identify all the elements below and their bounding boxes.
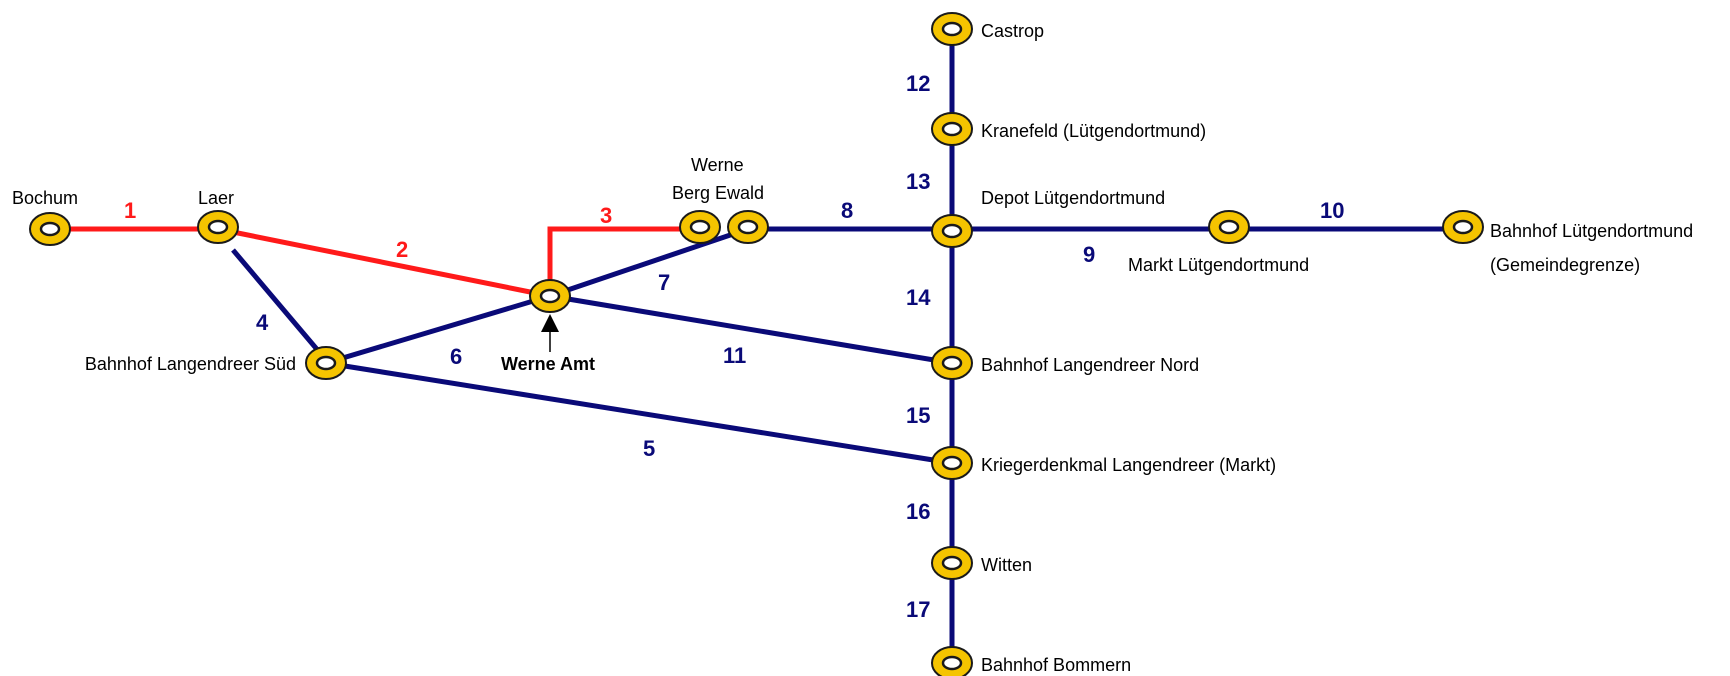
segment-2 <box>217 226 551 299</box>
segment-number-6: 6 <box>450 344 462 369</box>
segment-number-10: 10 <box>1320 198 1344 223</box>
segment-3 <box>547 226 700 296</box>
stop-bahnhof-luetgendortmund[interactable] <box>1442 210 1484 244</box>
segment-number-2: 2 <box>396 237 408 262</box>
segment-number-9: 9 <box>1083 242 1095 267</box>
label-bahnhof-luetgendortmund: Bahnhof Lütgendortmund <box>1490 221 1693 241</box>
label-markt-luetgendortmund: Markt Lütgendortmund <box>1128 255 1309 275</box>
label-depot: Depot Lütgendortmund <box>981 188 1165 208</box>
segment-number-13: 13 <box>906 169 930 194</box>
segment-5 <box>325 360 953 466</box>
segment-number-7: 7 <box>658 270 670 295</box>
segment-number-11: 11 <box>723 343 746 368</box>
stop-werne-amt[interactable] <box>529 279 571 313</box>
stop-werne-berg-ewald-right[interactable] <box>727 210 769 244</box>
stop-labels: Bochum Laer Werne Berg Ewald Werne Amt B… <box>12 21 1693 675</box>
stop-werne-berg-ewald-left[interactable] <box>679 210 721 244</box>
stop-bahnhof-langendreer-sued[interactable] <box>305 346 347 380</box>
label-witten: Witten <box>981 555 1032 575</box>
stop-kriegerdenkmal[interactable] <box>931 446 973 480</box>
blue-lines <box>231 29 1463 663</box>
label-berg-ewald: Berg Ewald <box>672 183 764 203</box>
label-gemeindegrenze: (Gemeindegrenze) <box>1490 255 1640 275</box>
stop-castrop[interactable] <box>931 12 973 46</box>
stop-bahnhof-langendreer-nord[interactable] <box>931 346 973 380</box>
stop-markt-luetgendortmund[interactable] <box>1208 210 1250 244</box>
label-kriegerdenkmal: Kriegerdenkmal Langendreer (Markt) <box>981 455 1276 475</box>
label-bahnhof-bommern: Bahnhof Bommern <box>981 655 1131 675</box>
label-bahnhof-langendreer-nord: Bahnhof Langendreer Nord <box>981 355 1199 375</box>
label-kranefeld: Kranefeld (Lütgendortmund) <box>981 121 1206 141</box>
stop-laer[interactable] <box>197 210 239 244</box>
segment-number-12: 12 <box>906 71 930 96</box>
segment-numbers: 1 2 3 4 5 6 7 8 9 10 11 12 13 14 15 16 1… <box>124 71 1344 622</box>
red-lines <box>50 226 700 299</box>
label-werne-amt: Werne Amt <box>501 354 595 374</box>
stop-depot-luetgendortmund[interactable] <box>931 214 973 248</box>
label-bochum: Bochum <box>12 188 78 208</box>
stop-kranefeld[interactable] <box>931 112 973 146</box>
label-werne: Werne <box>691 155 744 175</box>
segment-11 <box>549 293 953 366</box>
segment-number-15: 15 <box>906 403 930 428</box>
segment-number-5: 5 <box>643 436 655 461</box>
segment-number-16: 16 <box>906 499 930 524</box>
segment-7 <box>549 226 749 299</box>
segment-number-8: 8 <box>841 198 853 223</box>
stop-witten[interactable] <box>931 546 973 580</box>
segment-number-4: 4 <box>256 310 269 335</box>
stops <box>29 12 1484 676</box>
label-castrop: Castrop <box>981 21 1044 41</box>
segment-number-17: 17 <box>906 597 930 622</box>
segment-number-3: 3 <box>600 203 612 228</box>
segment-number-14: 14 <box>906 285 931 310</box>
segment-4 <box>231 248 328 362</box>
label-laer: Laer <box>198 188 234 208</box>
stop-bahnhof-bommern[interactable] <box>931 646 973 676</box>
stop-bochum[interactable] <box>29 212 71 246</box>
segment-number-1: 1 <box>124 198 136 223</box>
werne-amt-arrow <box>541 314 559 352</box>
label-bahnhof-langendreer-sued: Bahnhof Langendreer Süd <box>85 354 296 374</box>
segment-6 <box>325 293 551 366</box>
